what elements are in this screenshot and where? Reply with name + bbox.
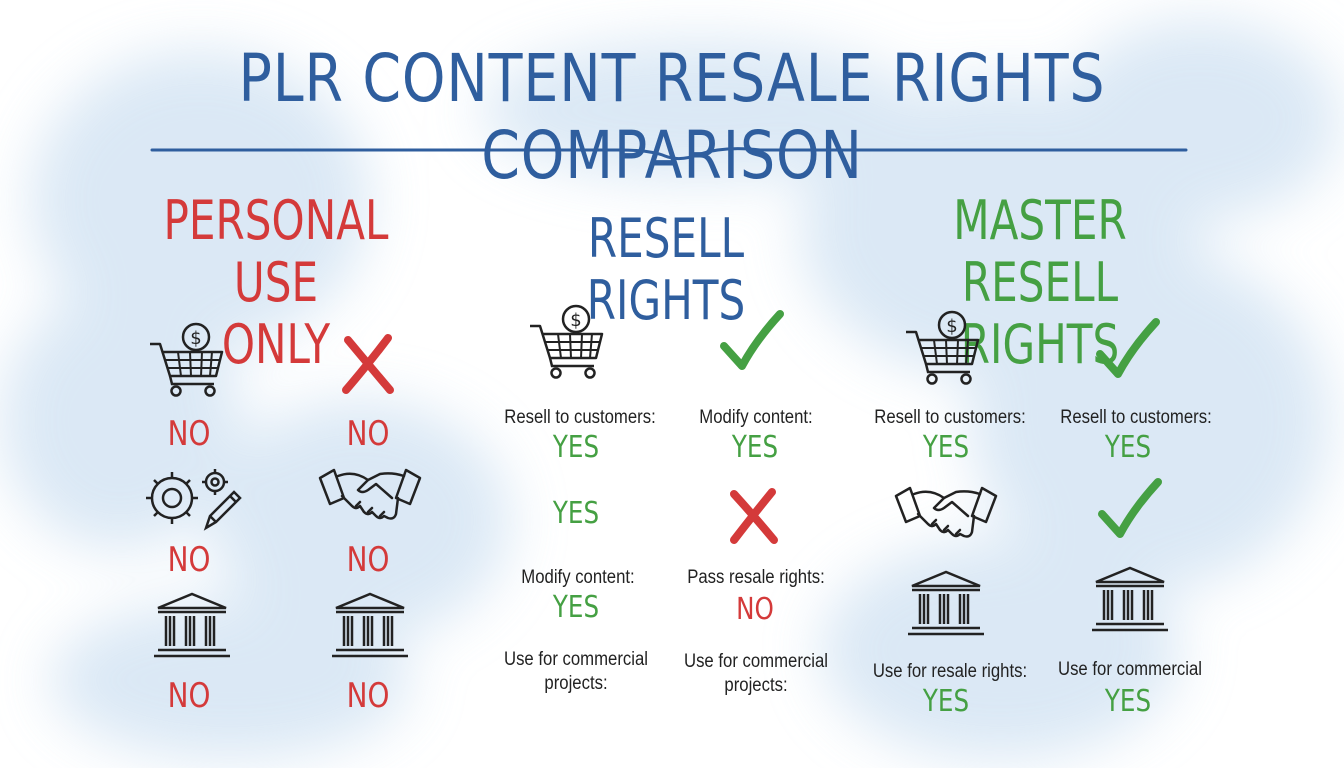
personal-answer-1: NO	[167, 414, 211, 454]
bank-building-icon	[1090, 566, 1170, 636]
master-answer-resale-rights: YES	[922, 684, 970, 719]
master-resell-heading-line2: RIGHTS	[960, 313, 1120, 376]
handshake-icon	[318, 462, 422, 530]
resell-label-commercial-b-line2: projects:	[724, 675, 788, 696]
resell-answer-pass: NO	[736, 592, 774, 627]
personal-answer-2: NO	[346, 414, 390, 454]
bank-building-icon	[330, 592, 410, 662]
checkmark-icon	[1096, 478, 1162, 544]
personal-answer-3: NO	[167, 540, 211, 580]
master-label-resell-customers-a: Resell to customers:	[874, 407, 1026, 428]
cart-dollar-icon: $	[528, 304, 608, 380]
master-resell-heading: MASTER RESELL RIGHTS	[884, 190, 1196, 376]
personal-answer-4: NO	[346, 540, 390, 580]
cart-dollar-icon: $	[148, 322, 228, 398]
resell-answer-modify-2: YES	[552, 590, 600, 625]
resell-label-commercial-a-line2: projects:	[544, 673, 608, 694]
bank-building-icon	[152, 592, 232, 662]
resell-answer-modify: YES	[731, 430, 779, 465]
master-label-resale-rights: Use for resale rights:	[872, 661, 1028, 682]
checkmark-icon	[718, 310, 784, 376]
svg-text:$: $	[946, 316, 957, 337]
resell-label-modify-content-2: Modify content:	[521, 567, 635, 588]
handshake-icon	[894, 480, 998, 548]
personal-use-heading: PERSONAL USE ONLY	[136, 190, 417, 376]
resell-answer-resell: YES	[552, 430, 600, 465]
title-underline	[150, 147, 1188, 161]
personal-use-heading-line1: PERSONAL USE	[163, 189, 389, 314]
master-resell-heading-line1: MASTER RESELL	[953, 189, 1127, 314]
page-title: PLR CONTENT RESALE RIGHTS COMPARISON	[238, 40, 1106, 194]
cross-icon	[728, 488, 780, 544]
gears-pencil-icon	[140, 466, 244, 532]
resell-answer-standalone: YES	[552, 496, 600, 531]
master-answer-resell-b: YES	[1104, 430, 1152, 465]
personal-answer-6: NO	[346, 676, 390, 716]
cart-dollar-icon: $	[904, 310, 984, 386]
master-label-commercial: Use for commercial	[1057, 659, 1203, 680]
resell-label-pass-resale: Pass resale rights:	[687, 567, 825, 588]
resell-label-commercial-a-line1: Use for commercial	[503, 649, 649, 670]
master-answer-resell-a: YES	[922, 430, 970, 465]
personal-answer-5: NO	[167, 676, 211, 716]
resell-label-commercial-b-line1: Use for commercial	[683, 651, 829, 672]
resell-rights-heading: RESELL RIGHTS	[586, 207, 746, 332]
svg-text:$: $	[190, 328, 201, 349]
cross-icon	[340, 334, 396, 394]
resell-label-resell-customers: Resell to customers:	[504, 407, 656, 428]
master-answer-commercial: YES	[1104, 684, 1152, 719]
personal-use-heading-line2: ONLY	[221, 313, 331, 376]
bank-building-icon	[906, 570, 986, 640]
resell-label-modify-content: Modify content:	[699, 407, 813, 428]
svg-text:$: $	[570, 310, 581, 331]
checkmark-icon	[1094, 318, 1160, 384]
resell-label-commercial-a: Use for commercial projects:	[488, 648, 664, 696]
resell-label-commercial-b: Use for commercial projects:	[668, 650, 844, 698]
master-label-resell-customers-b: Resell to customers:	[1060, 407, 1212, 428]
